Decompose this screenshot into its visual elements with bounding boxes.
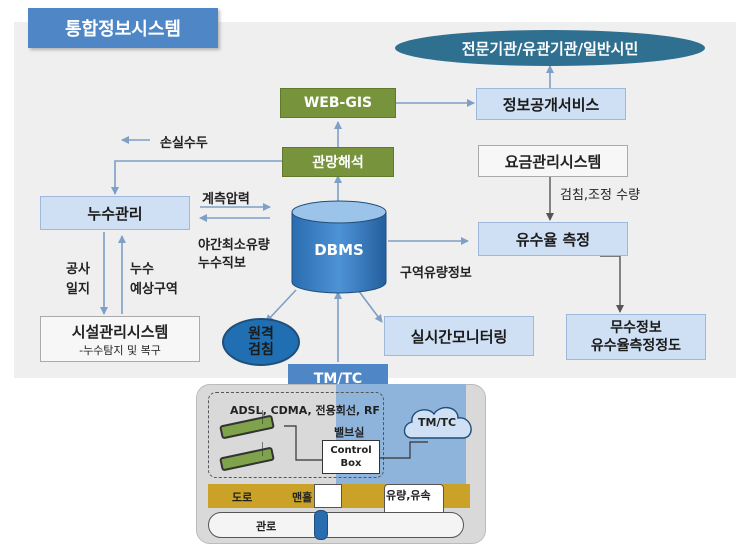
webgis-node: WEB-GIS — [280, 88, 396, 118]
tmtc-label: TM/TC — [313, 371, 363, 387]
facility-system-title: 시설관리시스템 — [71, 322, 169, 341]
nonrevenue-label-2: 유수율측정정도 — [590, 338, 682, 354]
manhole-label: 맨홀 — [292, 491, 313, 504]
night-flow-label: 야간최소유량 — [198, 238, 270, 253]
control-box-node: Control Box — [322, 440, 380, 474]
leak-management-node: 누수관리 — [40, 196, 190, 230]
cloud-icon — [403, 407, 472, 439]
webgis-label: WEB-GIS — [303, 95, 373, 111]
valve-room-label: 밸브실 — [334, 426, 365, 439]
billing-node: 요금관리시스템 — [478, 145, 628, 177]
billing-label: 요금관리시스템 — [504, 152, 602, 171]
realtime-monitoring-node: 실시간모니터링 — [384, 316, 534, 356]
dbms-label: DBMS — [314, 241, 364, 259]
realtime-monitoring-label: 실시간모니터링 — [410, 327, 508, 346]
device-wiring — [262, 410, 322, 461]
work-log-label-1: 공사 — [66, 262, 90, 277]
network-analysis-node: 관망해석 — [282, 147, 394, 177]
remote-reading-label-1: 원격 — [248, 326, 274, 342]
pipe-shape — [208, 512, 464, 538]
comm-equipment-frame — [208, 392, 384, 478]
comm-types-label: ADSL, CDMA, 전용회선, RF — [230, 404, 380, 417]
remote-reading-label-2: 검침 — [248, 342, 274, 358]
public-users-label: 전문기관/유관기관/일반시민 — [461, 39, 639, 58]
leak-management-label: 누수관리 — [87, 204, 143, 223]
cloud-link — [380, 441, 428, 459]
flow-label: 유량,유속 — [386, 489, 431, 502]
facility-system-node: 시설관리시스템 -누수탐지 및 복구 — [40, 316, 200, 362]
public-users-node: 전문기관/유관기관/일반시민 — [395, 30, 705, 66]
loss-head-label: 손실수두 — [160, 136, 208, 151]
zone-flow-label: 구역유량정보 — [400, 266, 472, 281]
manhole-shape — [314, 484, 342, 508]
revenue-measure-label: 유수율 측정 — [515, 230, 591, 249]
remote-reading-node: 원격 검침 — [222, 318, 300, 366]
pipe-valve — [314, 510, 328, 540]
network-analysis-label: 관망해석 — [312, 155, 364, 171]
control-box-label-1: Control — [330, 445, 372, 456]
road-label: 도로 — [232, 491, 253, 504]
leak-area-label-1: 누수 — [130, 262, 154, 277]
work-log-label-2: 일지 — [66, 282, 90, 297]
pipe-label: 관로 — [256, 520, 277, 533]
leak-direct-label: 누수직보 — [198, 256, 246, 271]
page-title: 통합정보시스템 — [28, 8, 218, 48]
facility-system-subtitle: -누수탐지 및 복구 — [79, 343, 161, 357]
dbms-cylinder-icon — [291, 200, 387, 294]
meter-pressure-label: 계측압력 — [202, 192, 250, 207]
leak-area-label-2: 예상구역 — [130, 282, 178, 297]
info-service-node: 정보공개서비스 — [476, 88, 626, 120]
reading-qty-label: 검침,조정 수량 — [560, 188, 641, 203]
control-box-label-2: Box — [340, 458, 362, 469]
info-service-label: 정보공개서비스 — [502, 95, 600, 114]
cloud-label: TM/TC — [418, 416, 457, 429]
revenue-measure-node: 유수율 측정 — [478, 222, 628, 256]
nonrevenue-node: 무수정보 유수율측정정도 — [566, 314, 706, 360]
nonrevenue-label-1: 무수정보 — [610, 320, 662, 336]
